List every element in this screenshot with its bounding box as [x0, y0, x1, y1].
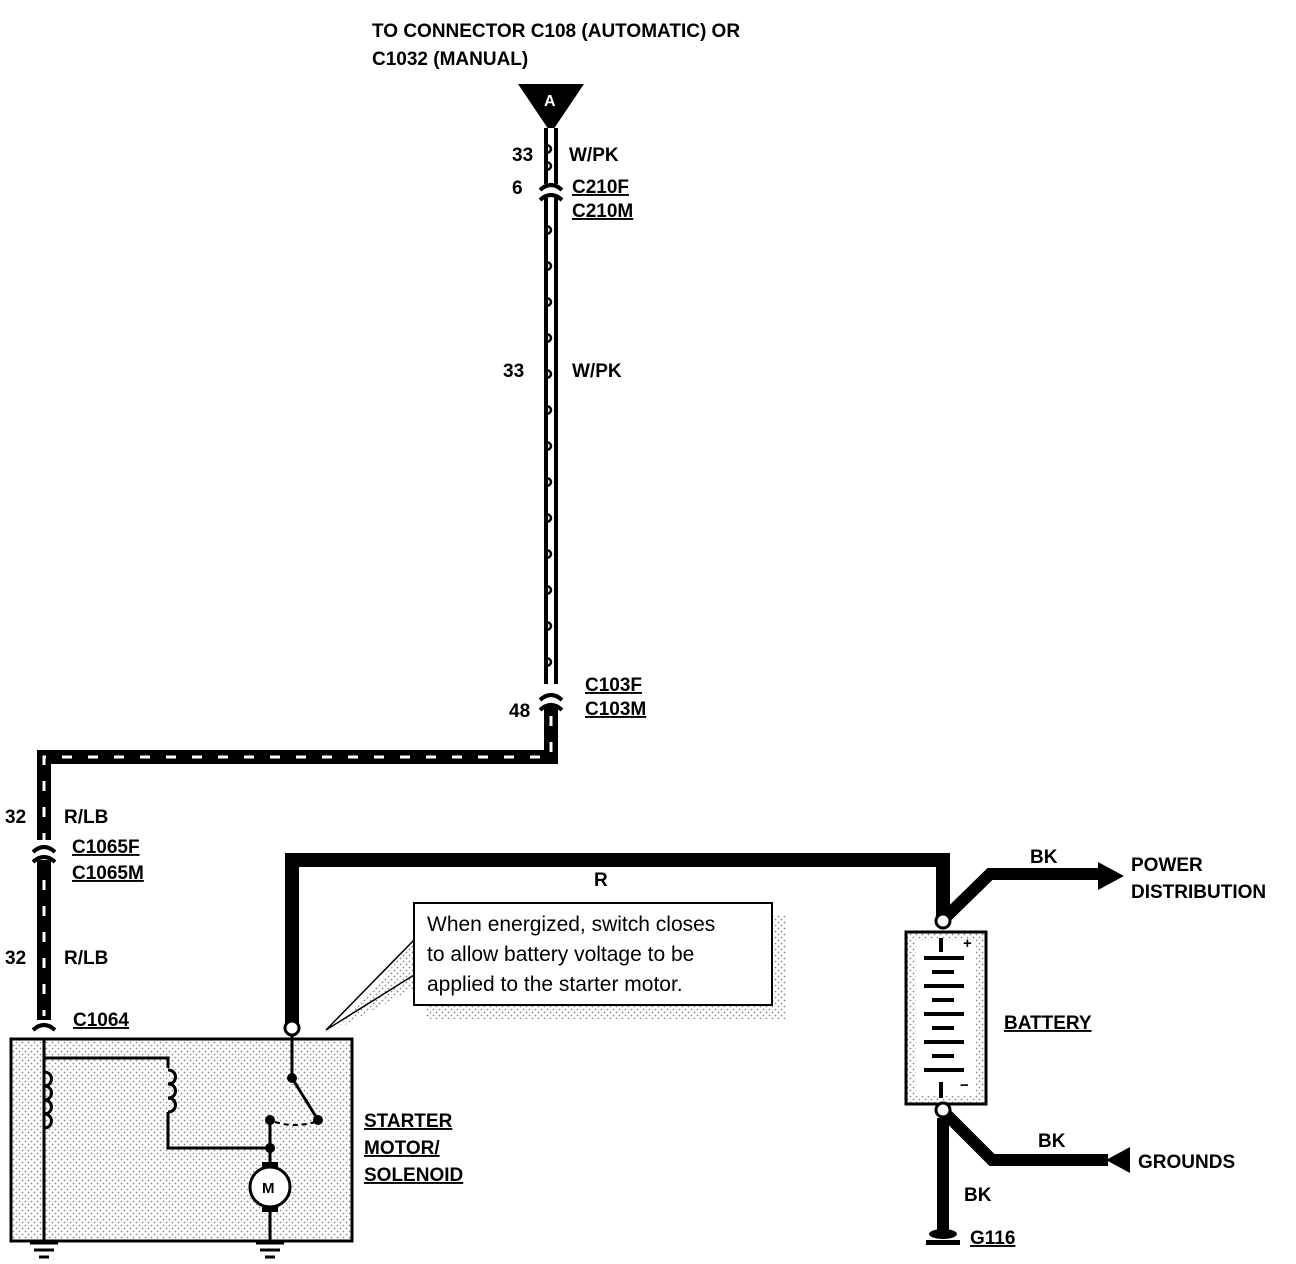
wire-3-circuit: 32 — [5, 807, 26, 828]
ground-symbol-right-icon — [256, 1241, 284, 1259]
note-line-1: When energized, switch closes — [427, 913, 715, 936]
ground-g116-icon — [926, 1220, 960, 1245]
arrow-left-icon — [1106, 1147, 1130, 1173]
battery: + − — [904, 930, 988, 1106]
callout-note: When energized, switch closes to allow b… — [325, 902, 786, 1031]
wire-bk-power — [942, 868, 1100, 921]
wire-4-circuit: 32 — [5, 948, 26, 969]
c103m-label: C103M — [585, 699, 646, 720]
wire-r — [285, 853, 950, 1028]
wire-r-lb — [37, 706, 558, 840]
battery-positive-terminal — [934, 912, 952, 930]
connector-c103-icon — [538, 693, 564, 712]
wire-3-color: R/LB — [64, 807, 108, 828]
c210-pin: 6 — [512, 178, 523, 199]
power-distribution-line-1: POWER — [1131, 855, 1203, 876]
wire-bk-power-color: BK — [1030, 847, 1058, 868]
wire-bk-grounds — [942, 1110, 1108, 1166]
c103-pin: 48 — [509, 701, 530, 722]
note-line-2: to allow battery voltage to be — [427, 943, 694, 966]
grounds-label: GROUNDS — [1138, 1152, 1235, 1173]
pull-in-coil-icon — [43, 1070, 53, 1130]
solenoid-switch-icon — [290, 1077, 320, 1121]
wire-w-pk-lower — [544, 198, 558, 684]
starter-label-line-2: MOTOR/ — [364, 1138, 440, 1159]
solenoid-battery-terminal — [283, 1019, 301, 1037]
header-line-2: C1032 (MANUAL) — [372, 49, 528, 70]
c1065f-label: C1065F — [72, 837, 140, 858]
motor-letter: M — [262, 1180, 275, 1197]
header-line-1: TO CONNECTOR C108 (AUTOMATIC) OR — [372, 21, 740, 42]
arrow-right-icon — [1098, 862, 1124, 890]
c1064-label: C1064 — [73, 1010, 129, 1031]
c210f-label: C210F — [572, 177, 629, 198]
wire-4-color: R/LB — [64, 948, 108, 969]
ground-symbol-left-icon — [30, 1241, 58, 1259]
c210m-label: C210M — [572, 201, 633, 222]
wire-r-color: R — [594, 870, 608, 891]
starter-label-line-1: STARTER — [364, 1111, 453, 1132]
note-line-3: applied to the starter motor. — [427, 973, 683, 996]
wire-1-circuit: 33 — [512, 145, 533, 166]
wire-2-circuit: 33 — [503, 361, 524, 382]
starter-label-line-3: SOLENOID — [364, 1165, 463, 1186]
battery-minus-label: − — [960, 1077, 969, 1094]
starter-motor-solenoid: M — [9, 1036, 354, 1243]
connector-a-letter: A — [544, 93, 556, 110]
wire-bk-grounds-color: BK — [1038, 1131, 1066, 1152]
connector-c1064-icon — [31, 1023, 57, 1032]
wire-r-lb-lower — [37, 860, 51, 1020]
battery-cells-icon — [924, 938, 964, 1098]
wire-2-color: W/PK — [572, 361, 622, 382]
connector-c1065-icon — [31, 845, 57, 864]
connector-a-icon: A — [518, 84, 584, 133]
battery-negative-terminal — [934, 1101, 952, 1119]
hold-in-coil-icon — [167, 1068, 177, 1114]
battery-plus-label: + — [963, 935, 972, 952]
battery-label: BATTERY — [1004, 1013, 1092, 1034]
c1065m-label: C1065M — [72, 863, 144, 884]
c103f-label: C103F — [585, 675, 642, 696]
wire-1-color: W/PK — [569, 145, 619, 166]
wire-bk-g116-color: BK — [964, 1185, 992, 1206]
wire-w-pk-upper — [544, 128, 558, 184]
power-distribution-line-2: DISTRIBUTION — [1131, 882, 1266, 903]
ground-g116-label: G116 — [970, 1228, 1015, 1249]
connector-c210-icon — [538, 183, 564, 202]
